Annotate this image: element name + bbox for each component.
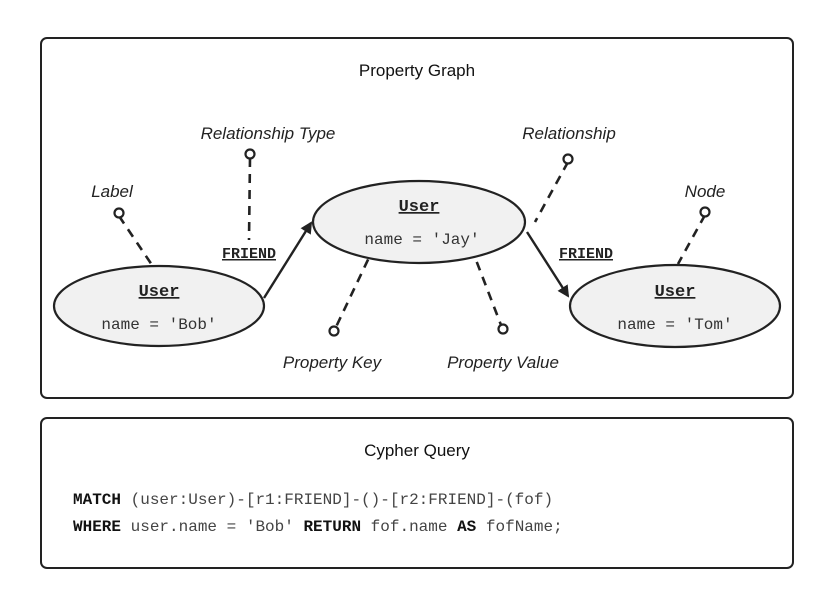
relationship-callout-text: Relationship [522, 124, 616, 143]
property-graph-panel: Property Graph FRIEND FRIEND User name =… [40, 37, 794, 399]
property-graph-title: Property Graph [359, 61, 475, 80]
query-line-1-text: (user:User)-[r1:FRIEND]-()-[r2:FRIEND]-(… [121, 491, 553, 509]
query-keyword-where: WHERE [73, 518, 121, 536]
relationship-type-callout-line [247, 157, 252, 241]
query-line-2-text-2: fof.name [361, 518, 457, 536]
property-value-callout-pin [497, 323, 509, 335]
node-callout-text: Node [685, 182, 726, 201]
query-line-2: WHERE user.name = 'Bob' RETURN fof.name … [73, 518, 563, 536]
cypher-query-title: Cypher Query [364, 441, 470, 460]
property-key-callout-pin [328, 325, 340, 337]
label-callout-pin [113, 207, 125, 219]
node-bob-shape [52, 264, 266, 348]
node-jay-label: User [399, 198, 440, 217]
query-line-2-text-3: fofName; [476, 518, 562, 536]
query-keyword-match: MATCH [73, 491, 121, 509]
cypher-query-panel: Cypher Query MATCH (user:User)-[r1:FRIEN… [40, 417, 794, 569]
node-jay-shape [311, 179, 527, 265]
relationship-callout-line [533, 161, 570, 223]
node-bob-label: User [139, 283, 180, 302]
node-callout-pin [699, 206, 711, 218]
query-line-1: MATCH (user:User)-[r1:FRIEND]-()-[r2:FRI… [73, 491, 553, 509]
relationship-type-label-1: FRIEND [222, 246, 276, 263]
property-value-callout-text: Property Value [447, 353, 559, 372]
node-bob-property: name = 'Bob' [101, 316, 216, 334]
relationship-edge-jay-tom [525, 231, 570, 298]
property-key-callout-text: Property Key [283, 353, 383, 372]
label-callout-text: Label [91, 182, 134, 201]
node-jay: User name = 'Jay' [311, 179, 527, 265]
node-tom: User name = 'Tom' [568, 263, 782, 349]
node-bob: User name = 'Bob' [52, 264, 266, 348]
relationship-type-callout-text: Relationship Type [201, 124, 336, 143]
node-jay-property: name = 'Jay' [364, 231, 479, 249]
query-keyword-return: RETURN [303, 518, 361, 536]
relationship-type-callout-pin [244, 148, 256, 160]
cypher-query-frame [40, 417, 794, 569]
relationship-callout-pin [562, 153, 574, 165]
relationship-type-label-2: FRIEND [559, 246, 613, 263]
label-callout-line [117, 215, 156, 269]
node-tom-property: name = 'Tom' [617, 316, 732, 334]
property-value-callout-line [469, 246, 503, 326]
node-tom-shape [568, 263, 782, 349]
relationship-edge-bob-jay [262, 221, 313, 299]
query-keyword-as: AS [457, 518, 477, 536]
node-tom-label: User [655, 283, 696, 302]
query-line-2-text-1: user.name = 'Bob' [121, 518, 303, 536]
